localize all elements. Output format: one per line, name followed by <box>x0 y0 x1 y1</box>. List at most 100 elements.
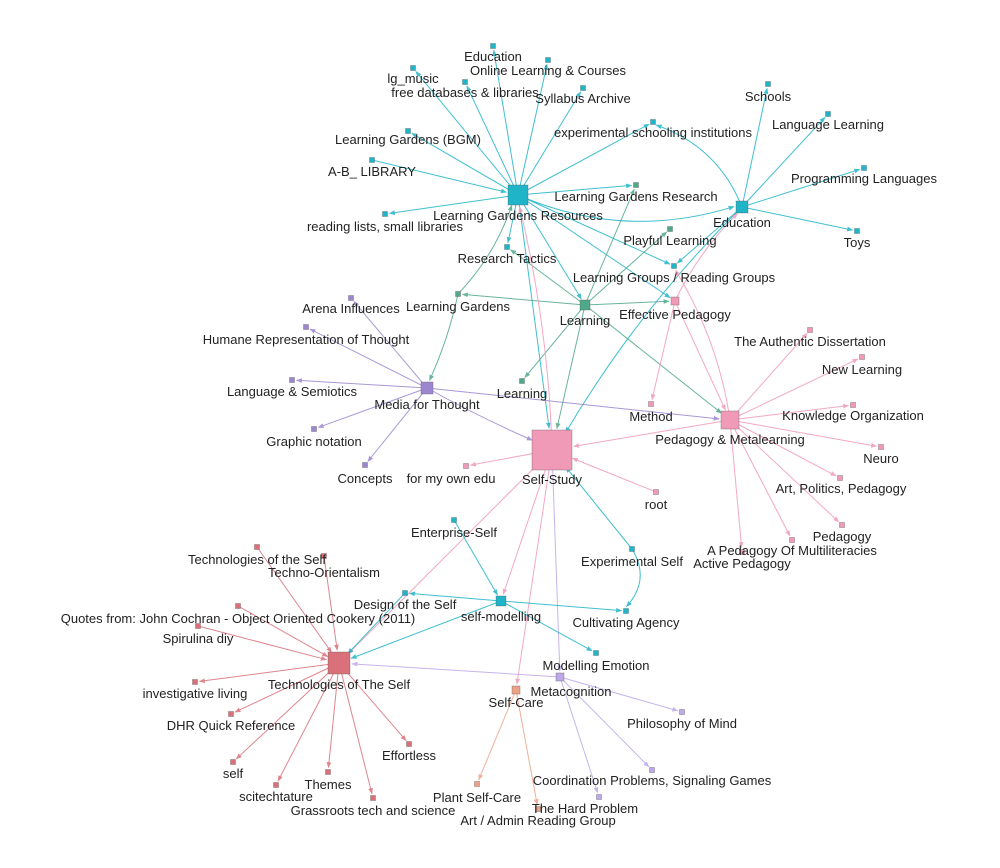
node-ablib[interactable] <box>369 157 375 163</box>
node-authd[interactable] <box>807 327 813 333</box>
node-lgr[interactable] <box>507 184 529 206</box>
node-humane[interactable] <box>303 324 309 330</box>
node-edu2[interactable] <box>735 200 749 214</box>
node-hardp[interactable] <box>596 794 602 800</box>
edge-techself-to-invliv <box>198 662 340 684</box>
node-effortless[interactable] <box>406 741 412 747</box>
node-techor[interactable] <box>321 553 327 559</box>
node-lgardens[interactable] <box>455 291 461 297</box>
edge-pedmeta-to-artpp <box>729 419 837 477</box>
node-label-selfmod: self-modelling <box>461 609 541 624</box>
edge-learning-to-selfstudy <box>555 304 586 430</box>
node-concepts[interactable] <box>362 462 368 468</box>
edge-selfstudy-to-metacog <box>551 449 562 672</box>
node-progl[interactable] <box>861 165 867 171</box>
edge-lgr-to-learning <box>517 194 582 300</box>
edge-spirulina-to-techself <box>197 625 328 661</box>
node-lgbgm[interactable] <box>405 128 411 134</box>
node-quotes[interactable] <box>235 603 241 609</box>
node-selfstudy[interactable] <box>531 429 573 471</box>
node-label-schools: Schools <box>745 89 792 104</box>
node-fmoe[interactable] <box>463 463 469 469</box>
node-label-philmind: Philosophy of Mind <box>627 716 737 731</box>
edge-pedmeta-to-selfstudy <box>573 419 731 448</box>
edge-lgr-to-fdl <box>466 85 519 196</box>
node-effped[interactable] <box>670 296 680 306</box>
node-pedmeta[interactable] <box>720 410 740 430</box>
node-invliv[interactable] <box>192 679 198 685</box>
node-restac[interactable] <box>504 244 510 250</box>
node-selfcare[interactable] <box>511 685 521 695</box>
node-dhr[interactable] <box>228 711 234 717</box>
node-scitech[interactable] <box>273 782 279 788</box>
edge-dots-to-techself <box>347 592 406 654</box>
node-lgres[interactable] <box>633 182 639 188</box>
node-label-dhr: DHR Quick Reference <box>167 718 296 733</box>
node-artadmin[interactable] <box>535 806 541 812</box>
node-lgmusic[interactable] <box>410 65 416 71</box>
node-root[interactable] <box>653 489 659 495</box>
node-arena[interactable] <box>348 295 354 301</box>
node-graphn[interactable] <box>311 426 317 432</box>
node-exps[interactable] <box>650 119 656 125</box>
node-schools[interactable] <box>765 81 771 87</box>
node-learning2[interactable] <box>519 378 525 384</box>
edge-edu2-to-progl <box>741 168 861 208</box>
node-label-knowo: Knowledge Organization <box>782 408 924 423</box>
node-olc[interactable] <box>545 57 551 63</box>
node-rlsl[interactable] <box>382 211 388 217</box>
node-activep[interactable] <box>739 549 745 555</box>
node-techselfa[interactable] <box>254 544 260 550</box>
node-label-lgardens: Learning Gardens <box>406 299 511 314</box>
node-pedagogy[interactable] <box>839 522 845 528</box>
node-self[interactable] <box>230 759 236 765</box>
node-plantsc[interactable] <box>474 781 480 787</box>
node-label-ablib: A-B_ LIBRARY <box>328 164 416 179</box>
node-mft[interactable] <box>420 381 434 395</box>
node-label-arena: Arena Influences <box>302 301 400 316</box>
node-modemo[interactable] <box>593 650 599 656</box>
node-dots[interactable] <box>402 590 408 596</box>
node-cultag[interactable] <box>623 608 629 614</box>
node-method[interactable] <box>648 401 654 407</box>
node-selfmod[interactable] <box>495 595 507 607</box>
node-neuro[interactable] <box>878 444 884 450</box>
edge-techself-to-themes <box>326 662 340 769</box>
node-label-olc: Online Learning & Courses <box>470 63 627 78</box>
edge-selfstudy-to-lgr <box>518 206 553 451</box>
node-grassroots[interactable] <box>370 795 376 801</box>
node-label-techselfa: Technologies of the Self <box>188 552 326 567</box>
node-philmind[interactable] <box>679 709 685 715</box>
edge-selfcare-to-plantsc <box>478 689 517 781</box>
node-techself[interactable] <box>327 651 351 675</box>
node-toys[interactable] <box>854 228 860 234</box>
node-label-lgrg: Learning Groups / Reading Groups <box>573 270 776 285</box>
edge-learning-to-learning2 <box>524 304 586 378</box>
node-apom[interactable] <box>789 537 795 543</box>
edge-lgr-to-selfstudy <box>517 194 551 429</box>
edge-selfmod-to-cultag <box>500 600 623 613</box>
node-metacog[interactable] <box>555 672 565 682</box>
node-label-newl: New Learning <box>822 362 902 377</box>
node-langsem[interactable] <box>289 377 295 383</box>
node-fdl[interactable] <box>462 79 468 85</box>
edge-ablib-to-lgr <box>371 159 507 194</box>
node-playl[interactable] <box>667 226 673 232</box>
node-edu1[interactable] <box>490 43 496 49</box>
node-themes[interactable] <box>325 769 331 775</box>
node-newl[interactable] <box>859 354 865 360</box>
node-syl[interactable] <box>580 85 586 91</box>
edge-mft-to-selfstudy <box>426 387 533 441</box>
edge-learning-to-playl <box>584 231 668 306</box>
node-knowo[interactable] <box>850 402 856 408</box>
node-coord[interactable] <box>649 767 655 773</box>
node-entself[interactable] <box>451 517 457 523</box>
node-lgrg[interactable] <box>671 263 677 269</box>
node-expself[interactable] <box>629 546 635 552</box>
edge-learning-to-lgres <box>584 188 635 306</box>
node-langl[interactable] <box>825 111 831 117</box>
node-learning[interactable] <box>579 299 591 311</box>
node-artpp[interactable] <box>837 475 843 481</box>
node-spirulina[interactable] <box>195 623 201 629</box>
